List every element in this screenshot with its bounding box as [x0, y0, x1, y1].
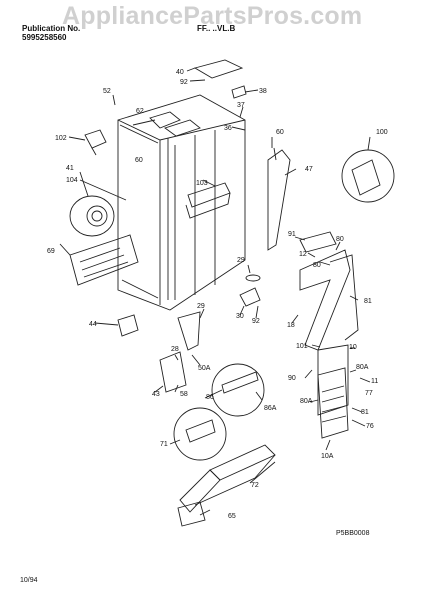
part-label-80a: 80A: [356, 364, 369, 371]
part-label-86a: 86A: [264, 405, 277, 412]
part-label-10: 10: [349, 344, 357, 351]
part-label-62: 62: [136, 108, 144, 115]
part-label-80: 80: [313, 262, 321, 269]
part-label-91: 91: [288, 231, 296, 238]
watermark: AppliancePartsPros.com: [62, 2, 363, 30]
part-label-44: 44: [89, 321, 97, 328]
part-label-76: 76: [366, 423, 374, 430]
part-label-28: 28: [171, 346, 179, 353]
part-label-80a: 80A: [300, 398, 313, 405]
part-label-103: 103: [196, 180, 208, 187]
part-label-90: 90: [288, 375, 296, 382]
publication-number: 5995258560: [22, 33, 67, 42]
part-label-41: 41: [66, 165, 74, 172]
part-label-100: 100: [376, 129, 388, 136]
part-label-60: 60: [135, 157, 143, 164]
part-label-18: 18: [287, 322, 295, 329]
part-label-36: 36: [224, 125, 232, 132]
model-number: FF.. ..VL.B: [197, 24, 236, 33]
part-label-30: 30: [236, 313, 244, 320]
part-label-11: 11: [371, 378, 378, 385]
part-label-81: 81: [364, 298, 372, 305]
part-label-47: 47: [305, 166, 313, 173]
part-label-71: 71: [160, 441, 168, 448]
diagram-code: P5BB0008: [336, 530, 370, 537]
part-label-65: 65: [228, 513, 236, 520]
part-label-29: 29: [197, 303, 205, 310]
diagram-date: 10/94: [20, 577, 38, 584]
part-label-72: 72: [251, 482, 259, 489]
part-label-60: 60: [276, 129, 284, 136]
part-label-102: 102: [55, 135, 67, 142]
part-label-81: 81: [361, 409, 369, 416]
part-label-92: 92: [180, 79, 188, 86]
part-label-86: 86: [206, 394, 214, 401]
part-label-52: 52: [103, 88, 111, 95]
part-label-101: 101: [296, 343, 308, 350]
part-label-50a: 50A: [198, 365, 211, 372]
part-label-80: 80: [336, 236, 344, 243]
part-label-37: 37: [237, 102, 245, 109]
part-label-38: 38: [259, 88, 267, 95]
part-label-12: 12: [299, 251, 307, 258]
part-label-40: 40: [176, 69, 184, 76]
part-label-10a: 10A: [321, 453, 334, 460]
part-label-69: 69: [47, 248, 55, 255]
part-label-29: 29: [237, 257, 245, 264]
part-label-77: 77: [365, 390, 373, 397]
part-label-58: 58: [180, 391, 188, 398]
publication-label: Publication No.: [22, 24, 81, 33]
part-label-43: 43: [152, 391, 160, 398]
part-label-104: 104: [66, 177, 78, 184]
part-label-92: 92: [252, 318, 260, 325]
